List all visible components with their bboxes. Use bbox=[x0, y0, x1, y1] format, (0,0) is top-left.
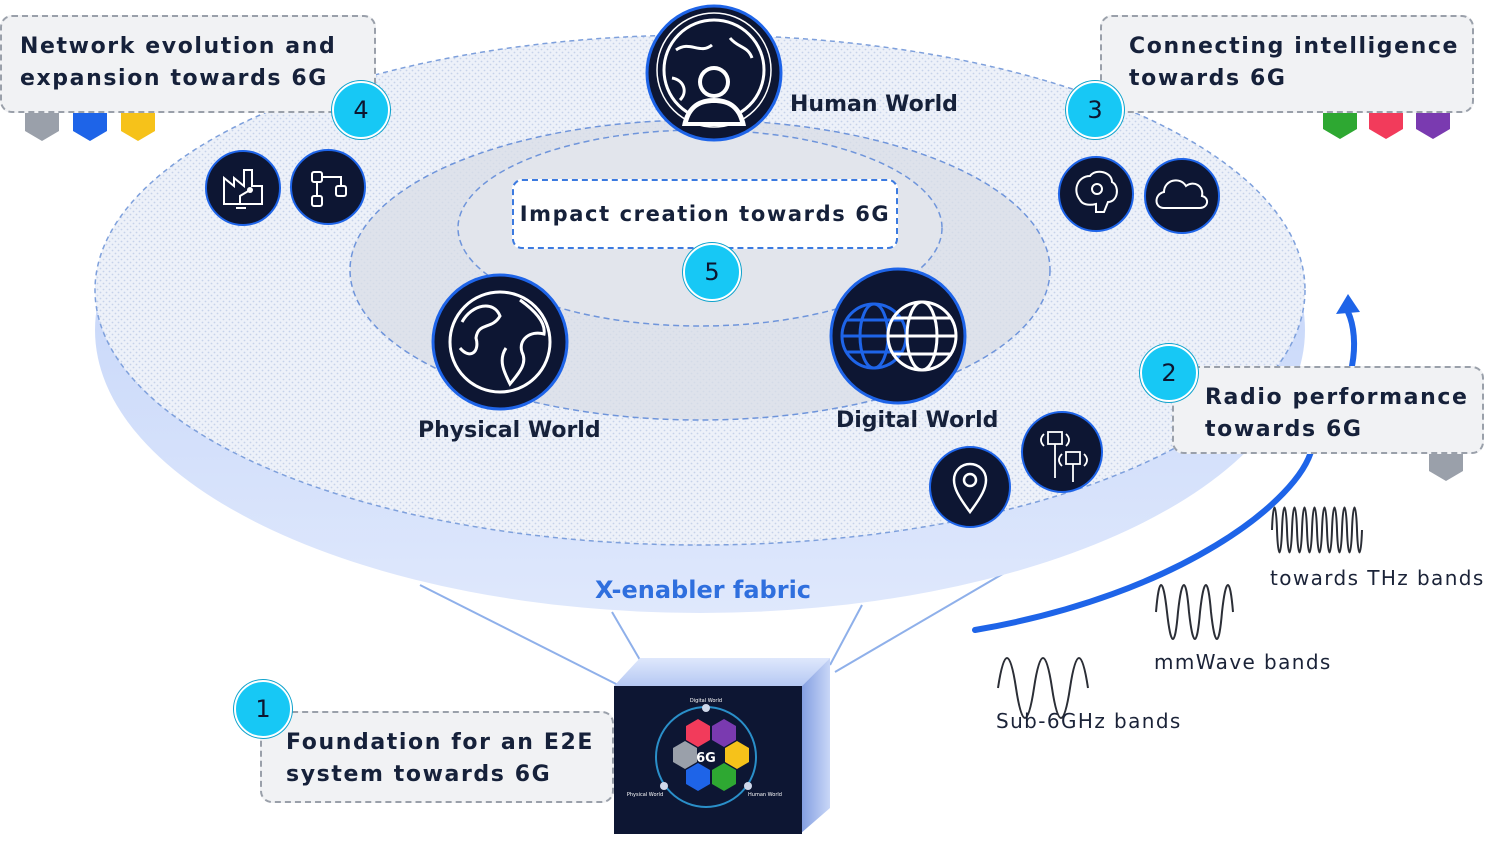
thz-wave bbox=[1271, 506, 1363, 554]
badge-2: 2 bbox=[1140, 344, 1198, 402]
badge-5: 5 bbox=[683, 243, 741, 301]
radio-callout-line2: towards 6G bbox=[1205, 417, 1363, 442]
network-callout-line1: Network evolution and bbox=[20, 34, 337, 59]
sub6ghz-bands-label: Sub-6GHz bands bbox=[996, 709, 1182, 733]
radio-callout-line1: Radio performance bbox=[1205, 385, 1469, 410]
cloud-icon bbox=[1144, 158, 1220, 234]
brain-gear-icon bbox=[1058, 156, 1134, 232]
badge-1: 1 bbox=[234, 680, 292, 738]
factory-robot-icon bbox=[205, 150, 281, 226]
mmwave-bands-label: mmWave bands bbox=[1154, 650, 1332, 674]
foundation-cube bbox=[614, 658, 830, 834]
physical-globe-icon bbox=[431, 273, 569, 411]
digital-globe-icon bbox=[829, 267, 967, 405]
mmwave-wave bbox=[1155, 584, 1234, 640]
foundation-callout-line1: Foundation for an E2E bbox=[286, 730, 594, 755]
location-pin-icon bbox=[929, 446, 1011, 528]
network-nodes-icon bbox=[290, 149, 366, 225]
core-left-label: Physical World bbox=[627, 792, 663, 798]
sub6-wave bbox=[997, 657, 1089, 719]
impact-creation-callout: Impact creation towards 6G bbox=[512, 179, 898, 249]
digital-world-label: Digital World bbox=[836, 408, 999, 433]
frequency-arrow bbox=[972, 294, 1360, 633]
core-right-label: Human World bbox=[748, 792, 782, 798]
connecting-intelligence-callout: Connecting intelligence towards 6G bbox=[1100, 15, 1474, 113]
intelligence-callout-line1: Connecting intelligence bbox=[1129, 34, 1460, 59]
intelligence-callout-line2: towards 6G bbox=[1129, 66, 1287, 91]
core-top-label: Digital World bbox=[690, 698, 722, 704]
core-center-label: 6G bbox=[696, 751, 716, 766]
foundation-callout: Foundation for an E2E system towards 6G bbox=[260, 711, 614, 803]
human-world-label: Human World bbox=[790, 92, 958, 117]
network-callout-line2: expansion towards 6G bbox=[20, 66, 328, 91]
radio-performance-callout: Radio performance towards 6G bbox=[1172, 366, 1484, 454]
badge-3: 3 bbox=[1066, 81, 1124, 139]
core-6g-panel: 6G Digital World Physical World Human Wo… bbox=[627, 698, 782, 808]
badge-4: 4 bbox=[332, 81, 390, 139]
foundation-callout-line2: system towards 6G bbox=[286, 762, 552, 787]
antenna-icon bbox=[1021, 411, 1103, 493]
thz-bands-label: towards THz bands bbox=[1270, 566, 1485, 590]
human-world-icon bbox=[645, 4, 783, 142]
physical-world-label: Physical World bbox=[418, 418, 601, 443]
x-enabler-fabric-label: X-enabler fabric bbox=[594, 576, 812, 604]
network-evolution-callout: Network evolution and expansion towards … bbox=[0, 15, 376, 113]
